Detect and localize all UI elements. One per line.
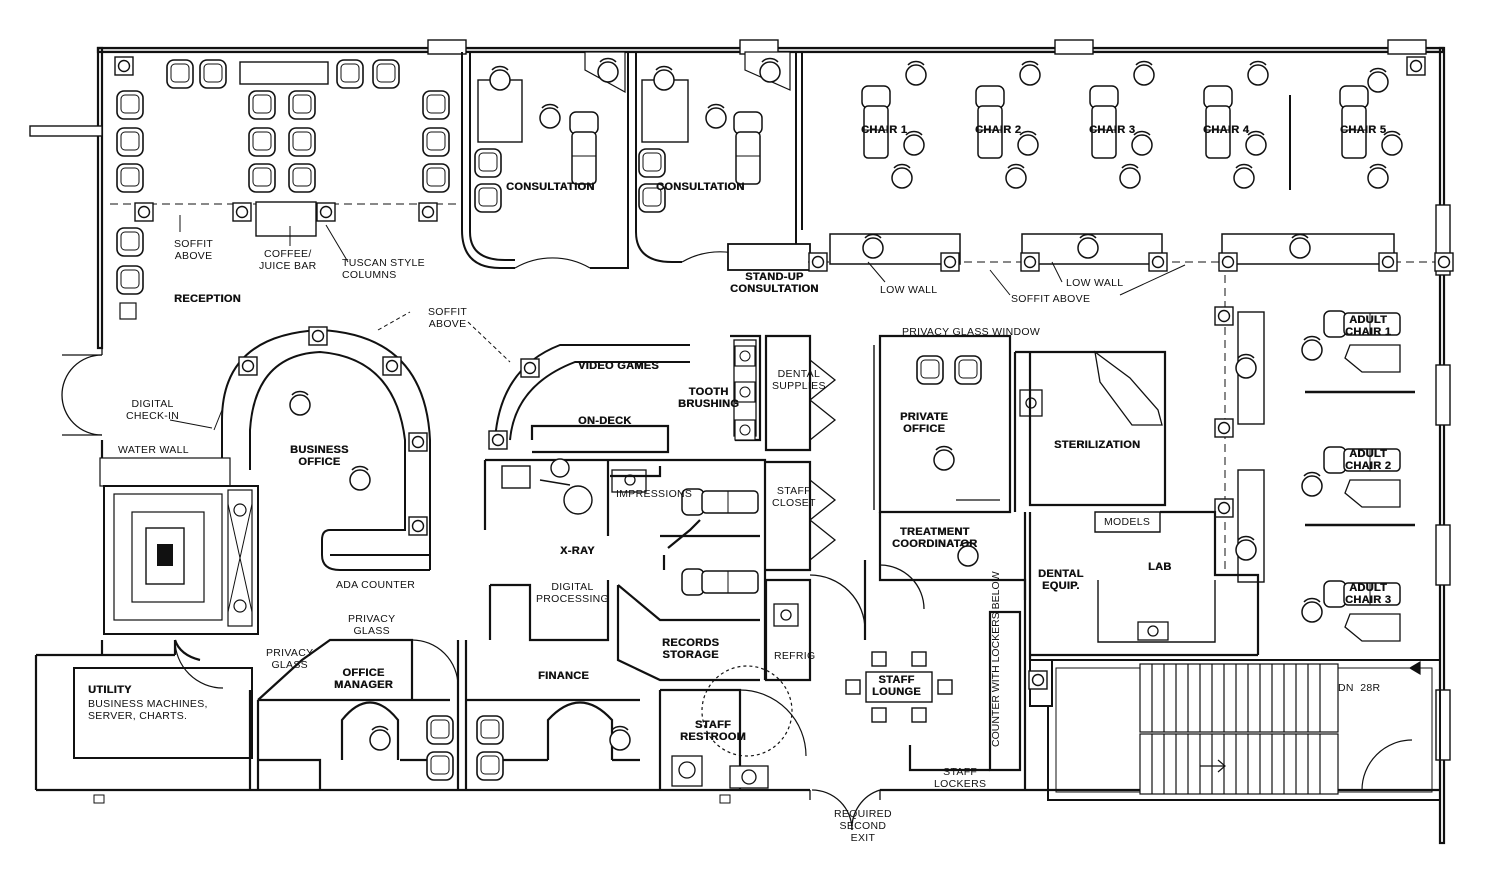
note-low-wall-2: LOW WALL [1066, 277, 1124, 289]
room-label-consultation-2: CONSULTATION [656, 181, 745, 193]
room-label-consultation-1: CONSULTATION [506, 181, 595, 193]
note-soffit-above-3: SOFFIT ABOVE [1011, 293, 1091, 305]
note-ada-counter: ADA COUNTER [336, 579, 416, 591]
room-label-chair-5: CHAIR 5 [1340, 124, 1387, 136]
note-utility-desc: BUSINESS MACHINES, SERVER, CHARTS. [88, 698, 208, 722]
room-label-adult-chair-1: ADULT CHAIR 1 [1345, 314, 1392, 338]
room-label-dental-supplies: DENTAL SUPPLIES [772, 368, 826, 392]
room-label-adult-chair-2: ADULT CHAIR 2 [1345, 448, 1392, 472]
note-soffit-above-1: SOFFIT ABOVE [174, 238, 214, 262]
room-label-office-manager: OFFICE MANAGER [334, 667, 393, 691]
room-label-records-storage: RECORDS STORAGE [662, 637, 720, 661]
room-label-utility: UTILITY [88, 684, 132, 696]
room-label-impressions: IMPRESSIONS [616, 488, 693, 500]
note-required-exit: REQUIRED SECOND EXIT [834, 808, 892, 844]
room-label-sterilization: STERILIZATION [1054, 439, 1141, 451]
room-label-xray: X-RAY [560, 545, 595, 557]
room-label-staff-closet: STAFF CLOSET [772, 485, 816, 509]
note-privacy-glass-window: PRIVACY GLASS WINDOW [902, 326, 1041, 338]
room-label-standup-consultation: STAND-UP CONSULTATION [730, 271, 819, 295]
room-label-business-office: BUSINESS OFFICE [290, 444, 349, 468]
room-label-chair-1: CHAIR 1 [861, 124, 908, 136]
room-label-lab: LAB [1148, 561, 1172, 573]
note-counter-lockers: COUNTER WITH LOCKERS BELOW [990, 571, 1002, 747]
room-label-chair-3: CHAIR 3 [1089, 124, 1136, 136]
note-privacy-glass-2: PRIVACY GLASS [266, 647, 314, 671]
room-label-chair-4: CHAIR 4 [1203, 124, 1250, 136]
room-label-finance: FINANCE [538, 670, 589, 682]
room-label-staff-lounge: STAFF LOUNGE [872, 674, 921, 698]
room-label-adult-chair-3: ADULT CHAIR 3 [1345, 582, 1392, 606]
note-low-wall-1: LOW WALL [880, 284, 938, 296]
room-label-video-games: VIDEO GAMES [578, 360, 659, 372]
room-label-staff-restroom: STAFF RESTROOM [680, 719, 746, 743]
room-label-tooth-brushing: TOOTH BRUSHING [678, 386, 740, 410]
room-label-refrig: REFRIG [774, 650, 816, 662]
room-label-treatment-coordinator: TREATMENT COORDINATOR [892, 526, 978, 550]
room-label-private-office: PRIVATE OFFICE [900, 411, 949, 435]
note-stair: DN 28R [1338, 682, 1381, 694]
room-label-digital-processing: DIGITAL PROCESSING [536, 581, 610, 605]
room-label-models: MODELS [1104, 516, 1151, 528]
room-label-dental-equip: DENTAL EQUIP. [1038, 568, 1084, 592]
note-staff-lockers: STAFF LOCKERS [934, 766, 987, 790]
note-coffee-bar: COFFEE/ JUICE BAR [259, 248, 317, 272]
room-label-reception: RECEPTION [174, 293, 241, 305]
room-label-on-deck: ON-DECK [578, 415, 632, 427]
note-water-wall: WATER WALL [118, 444, 189, 456]
note-digital-checkin: DIGITAL CHECK-IN [126, 398, 180, 422]
room-label-chair-2: CHAIR 2 [975, 124, 1022, 136]
note-soffit-above-2: SOFFIT ABOVE [428, 306, 468, 330]
note-tuscan-columns: TUSCAN STYLE COLUMNS [342, 257, 425, 281]
note-privacy-glass-1: PRIVACY GLASS [348, 613, 396, 637]
